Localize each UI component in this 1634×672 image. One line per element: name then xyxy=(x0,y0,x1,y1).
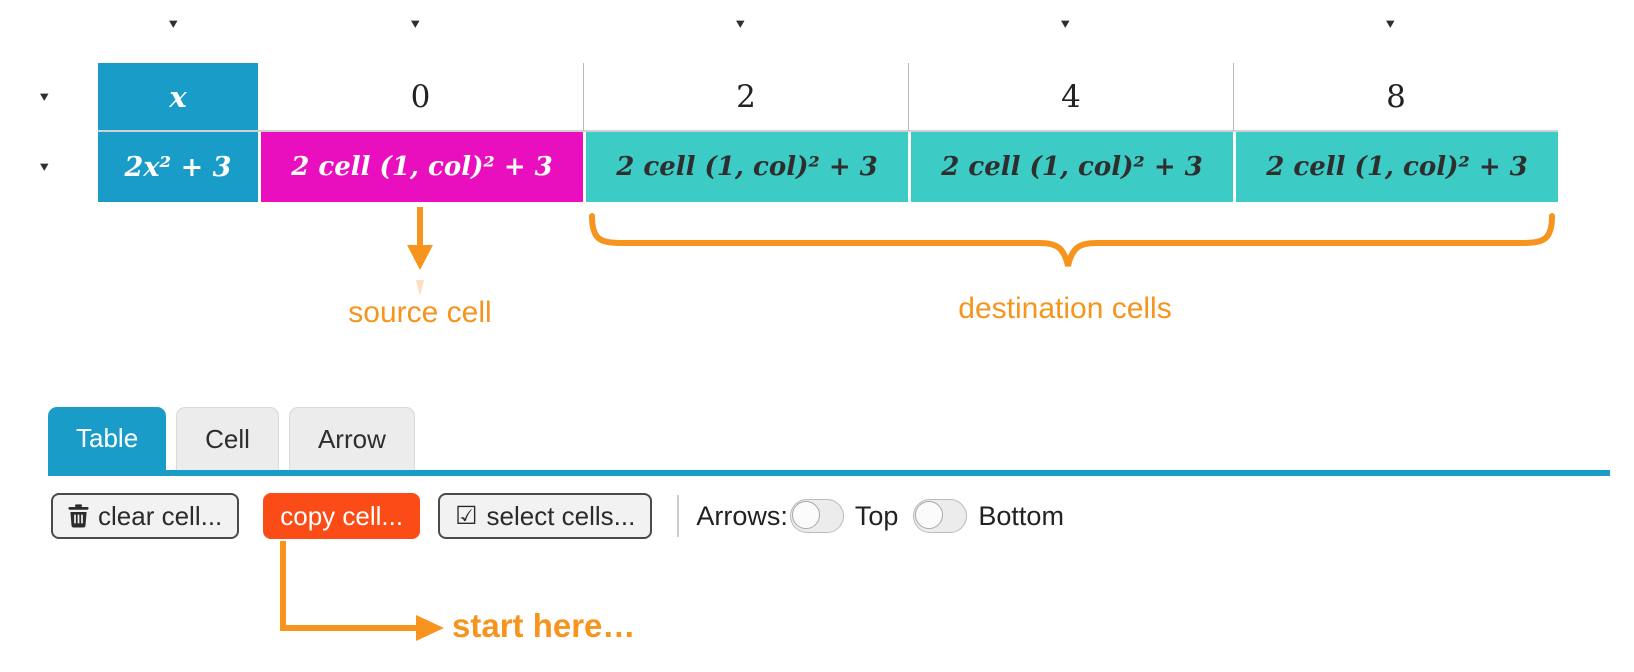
tab-underline xyxy=(48,470,1610,476)
start-here-arrow-icon xyxy=(280,541,444,641)
destination-formula-cell[interactable]: 2 cell (1, col)² + 3 xyxy=(908,132,1233,202)
toggle-knob xyxy=(915,501,944,529)
checkbox-check-icon: ☑ xyxy=(455,501,478,530)
select-cells-label: select cells... xyxy=(486,500,636,531)
column-menu-arrow-icon[interactable]: ▾ xyxy=(1386,15,1395,32)
column-value-cell[interactable]: 2 xyxy=(583,63,908,132)
copy-cell-label: copy cell... xyxy=(280,500,404,531)
tab-cell[interactable]: Cell xyxy=(176,407,279,470)
destination-formula-cell[interactable]: 2 cell (1, col)² + 3 xyxy=(583,132,908,202)
destination-brace-icon xyxy=(589,213,1555,267)
start-here-label: start here… xyxy=(452,607,636,644)
column-menu-arrow-icon[interactable]: ▾ xyxy=(411,15,420,32)
column-menu-arrow-icon[interactable]: ▾ xyxy=(1061,15,1070,32)
function-header-cell[interactable]: 2x² + 3 xyxy=(98,132,258,202)
column-menu-arrow-icon[interactable]: ▾ xyxy=(169,15,178,32)
math-table: x 0 2 4 8 2x² + 3 2 cell (1, col)² + 3 2… xyxy=(98,63,1558,202)
select-cells-button[interactable]: ☑ select cells... xyxy=(438,493,653,539)
row-menu-arrow-icon[interactable]: ▾ xyxy=(40,88,49,105)
copy-cell-button[interactable]: copy cell... xyxy=(263,493,421,539)
corner-header-cell[interactable]: x xyxy=(98,63,258,132)
clear-cell-label: clear cell... xyxy=(98,500,223,531)
arrows-top-label: Top xyxy=(854,500,899,531)
arrows-bottom-label: Bottom xyxy=(978,500,1064,531)
tab-table[interactable]: Table xyxy=(48,407,167,470)
source-cell-label: source cell xyxy=(348,296,492,329)
clear-cell-button[interactable]: clear cell... xyxy=(51,493,240,539)
toggle-knob xyxy=(791,501,820,529)
toolbar: clear cell... copy cell... ☑ select cell… xyxy=(51,493,1064,539)
arrows-top-toggle[interactable] xyxy=(789,499,844,533)
column-menu-arrow-icon[interactable]: ▾ xyxy=(736,15,745,32)
tab-bar: Table Cell Arrow xyxy=(48,407,415,470)
column-value-cell[interactable]: 0 xyxy=(258,63,583,132)
column-value-cell[interactable]: 8 xyxy=(1233,63,1558,132)
arrows-bottom-toggle[interactable] xyxy=(913,499,968,533)
trash-icon xyxy=(68,504,89,528)
source-cell-arrow-icon xyxy=(407,207,433,296)
tab-arrow[interactable]: Arrow xyxy=(288,407,415,470)
column-value-cell[interactable]: 4 xyxy=(908,63,1233,132)
arrows-label: Arrows: xyxy=(696,500,788,531)
source-formula-cell[interactable]: 2 cell (1, col)² + 3 xyxy=(258,132,583,202)
destination-formula-cell[interactable]: 2 cell (1, col)² + 3 xyxy=(1233,132,1558,202)
destination-cells-label: destination cells xyxy=(958,292,1172,325)
toolbar-divider xyxy=(677,495,680,537)
row-menu-arrow-icon[interactable]: ▾ xyxy=(40,158,49,175)
